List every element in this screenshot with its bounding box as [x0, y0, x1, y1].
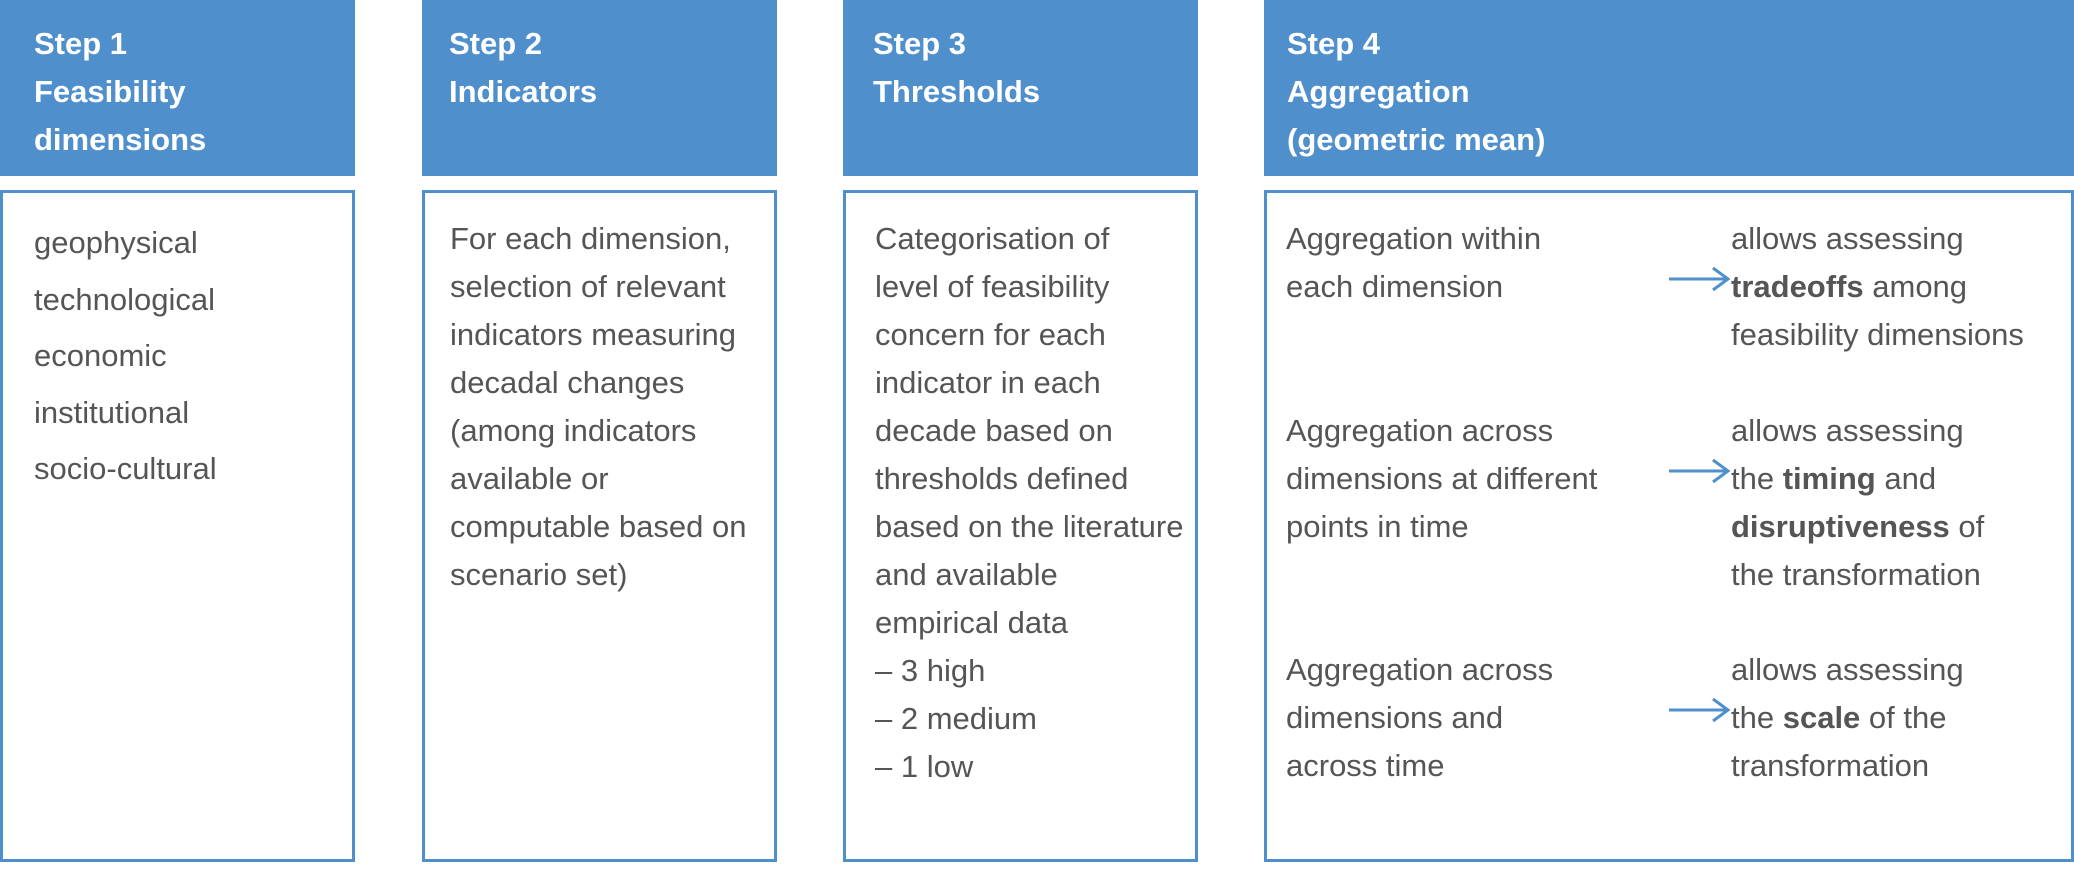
step-2-text-line: (among indicators	[450, 413, 697, 448]
step-4-label: Step 4	[1287, 26, 1381, 61]
step-2-text-line: indicators measuring	[450, 317, 737, 352]
threshold-medium: – 2 medium	[875, 701, 1037, 736]
outcome-text-line: the scale of the	[1731, 694, 1964, 742]
step-4-title: Aggregation	[1287, 74, 1470, 109]
step-3-text-line: empirical data	[875, 605, 1068, 640]
step-1-label: Step 1	[34, 26, 128, 61]
dimension-item: economic	[34, 338, 167, 373]
emphasis-scale: scale	[1782, 700, 1861, 735]
step-1-header: Step 1 Feasibility dimensions	[0, 0, 355, 176]
step-3-text-line: decade based on	[875, 413, 1113, 448]
threshold-low: – 1 low	[875, 749, 974, 784]
emphasis-disruptiveness: disruptiveness	[1731, 509, 1950, 544]
step-1-title-line-2: dimensions	[34, 122, 207, 157]
step-4-header: Step 4 Aggregation (geometric mean)	[1264, 0, 2074, 176]
aggregation-text-line: dimensions at different	[1286, 461, 1598, 496]
outcome-text-line: allows assessing	[1731, 652, 1964, 687]
step-3-text-line: and available	[875, 557, 1058, 592]
step-2-text-line: computable based on	[450, 509, 747, 544]
outcome-text-line: the timing and	[1731, 455, 1984, 503]
step-3-text-line: indicator in each	[875, 365, 1101, 400]
dimension-item: geophysical	[34, 225, 198, 260]
step-2-text-line: For each dimension,	[450, 221, 731, 256]
aggregation-description: Aggregation across dimensions and across…	[1286, 646, 1553, 790]
aggregation-outcome: allows assessing the scale of the transf…	[1731, 646, 1964, 790]
aggregation-text-line: Aggregation across	[1286, 413, 1554, 448]
step-1-box: geophysical technological economic insti…	[0, 190, 355, 862]
outcome-text-line: feasibility dimensions	[1731, 317, 2024, 352]
outcome-text-pre: the	[1731, 700, 1783, 735]
step-1-title-line-1: Feasibility	[34, 74, 186, 109]
dimension-item: technological	[34, 281, 215, 317]
step-3-header: Step 3 Thresholds	[843, 0, 1198, 176]
arrow-right-icon	[1669, 697, 1731, 723]
outcome-text-line: tradeoffs among	[1731, 263, 2024, 311]
outcome-text-rest: of the	[1860, 700, 1947, 735]
aggregation-text-line: dimensions and	[1286, 700, 1504, 735]
outcome-text-rest: and	[1875, 461, 1937, 496]
dimension-item: socio-cultural	[34, 451, 217, 486]
step-2-text-line: selection of relevant	[450, 269, 726, 304]
dimension-item: institutional	[34, 394, 190, 430]
step-2-header: Step 2 Indicators	[422, 0, 777, 176]
outcome-text-rest: of	[1949, 509, 1985, 544]
arrow-right-icon	[1669, 458, 1731, 484]
step-4-box: Aggregation within each dimension allows…	[1264, 190, 2074, 862]
step-2-text-line: decadal changes	[450, 365, 685, 400]
step-2-text-line: available or	[450, 461, 609, 496]
step-3-text-line: concern for each	[875, 317, 1106, 352]
step-3-text-line: based on the literature	[875, 509, 1184, 544]
outcome-text-line: the transformation	[1731, 557, 1981, 592]
aggregation-text-line: points in time	[1286, 509, 1469, 544]
aggregation-outcome: allows assessing tradeoffs among feasibi…	[1731, 215, 2024, 359]
step-3-title: Thresholds	[873, 74, 1041, 109]
aggregation-outcome: allows assessing the timing and disrupti…	[1731, 407, 1984, 599]
step-4-subtitle: (geometric mean)	[1287, 122, 1546, 157]
aggregation-description: Aggregation within each dimension	[1286, 215, 1541, 311]
step-3-text-line: level of feasibility	[875, 269, 1110, 304]
outcome-text-rest: among	[1863, 269, 1968, 304]
aggregation-text-line: Aggregation within	[1286, 221, 1542, 256]
threshold-high: – 3 high	[875, 653, 986, 688]
step-3-label: Step 3	[873, 26, 967, 61]
outcome-text-line: allows assessing	[1731, 413, 1964, 448]
aggregation-text-line: each dimension	[1286, 269, 1504, 304]
outcome-text-line: transformation	[1731, 748, 1930, 783]
outcome-text-line: disruptiveness of	[1731, 503, 1984, 551]
aggregation-text-line: across time	[1286, 748, 1445, 783]
outcome-text-pre: the	[1731, 461, 1783, 496]
step-3-box: Categorisation of level of feasibility c…	[843, 190, 1198, 862]
emphasis-timing: timing	[1782, 461, 1876, 496]
step-2-box: For each dimension, selection of relevan…	[422, 190, 777, 862]
step-2-title: Indicators	[449, 74, 598, 109]
outcome-text-line: allows assessing	[1731, 221, 1964, 256]
aggregation-description: Aggregation across dimensions at differe…	[1286, 407, 1597, 551]
step-3-text-line: thresholds defined	[875, 461, 1129, 496]
step-2-text-line: scenario set)	[450, 557, 628, 592]
arrow-right-icon	[1669, 266, 1731, 292]
aggregation-text-line: Aggregation across	[1286, 652, 1554, 687]
emphasis-tradeoffs: tradeoffs	[1731, 269, 1864, 304]
step-3-text-line: Categorisation of	[875, 221, 1110, 256]
step-2-label: Step 2	[449, 26, 543, 61]
